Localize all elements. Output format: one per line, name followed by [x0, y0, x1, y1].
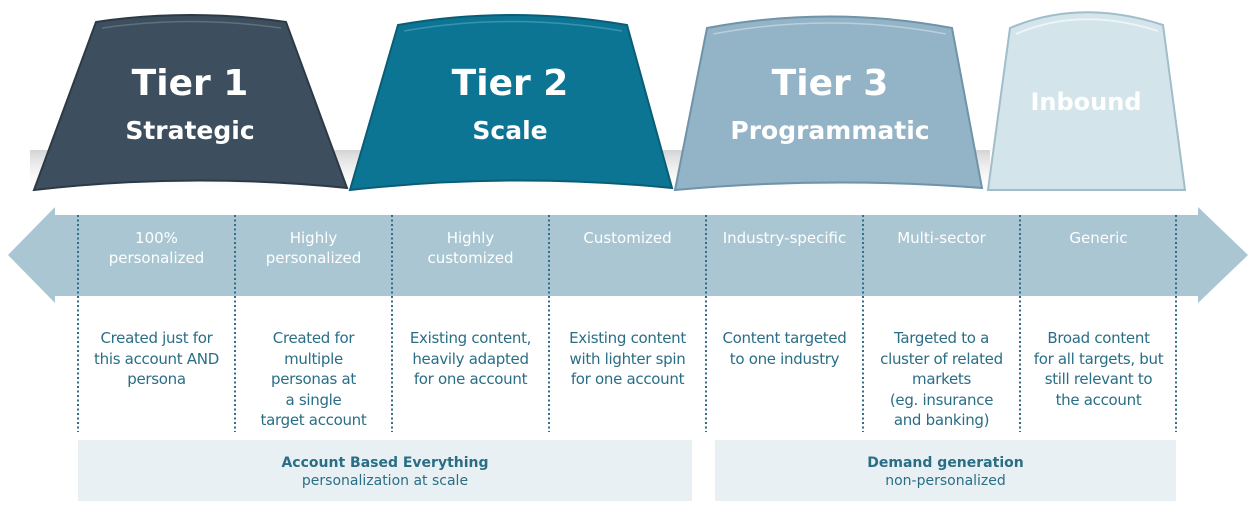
column-label: Generic: [1069, 229, 1128, 247]
tier-1-shape: [32, 14, 349, 192]
tier-1-card: Tier 1 Strategic: [32, 14, 349, 192]
tier-3-shape: [673, 15, 984, 192]
column-description: Existing content with lighter spin for o…: [569, 329, 686, 388]
column-description: Created just for this account AND person…: [94, 329, 219, 388]
tier-3-subtitle: Programmatic: [730, 116, 929, 145]
group-demand-generation-title: Demand generation: [867, 455, 1024, 471]
tier-3-card: Tier 3 Programmatic: [673, 15, 984, 192]
column-label: Highly customized: [427, 229, 514, 267]
inbound-shape: [986, 11, 1187, 191]
tier-1-title: Tier 1: [132, 63, 249, 104]
column-description: Targeted to a cluster of related markets…: [880, 329, 1003, 429]
column-description: Broad content for all targets, but still…: [1033, 329, 1164, 409]
tier-2-shape: [348, 14, 674, 192]
column-label: Industry-specific: [722, 229, 847, 247]
column-label: Customized: [583, 229, 672, 247]
tier-2-card: Tier 2 Scale: [348, 14, 674, 192]
spectrum-arrow: [8, 207, 1248, 303]
tier-1-subtitle: Strategic: [125, 116, 254, 145]
tier-2-title: Tier 2: [452, 63, 569, 104]
group-account-based-title: Account Based Everything: [281, 455, 489, 471]
group-demand-generation: Demand generation non-personalized: [715, 440, 1176, 501]
group-account-based-subtitle: personalization at scale: [301, 473, 469, 489]
column-label: 100% personalized: [108, 229, 205, 267]
column-label: Multi-sector: [897, 229, 986, 247]
column-label: Highly personalized: [265, 229, 362, 267]
tier-3-title: Tier 3: [772, 63, 889, 104]
inbound-card: Inbound: [986, 11, 1187, 191]
column-description: Existing content, heavily adapted for on…: [409, 329, 532, 388]
inbound-title: Inbound: [1030, 88, 1141, 116]
tier-2-subtitle: Scale: [472, 116, 547, 145]
column-description: Content targeted to one industry: [722, 329, 847, 368]
group-account-based: Account Based Everything personalization…: [78, 440, 692, 501]
column-description: Created for multiple personas at a singl…: [260, 329, 367, 429]
column-dividers: [77, 215, 1177, 432]
group-demand-generation-subtitle: non-personalized: [885, 473, 1006, 489]
